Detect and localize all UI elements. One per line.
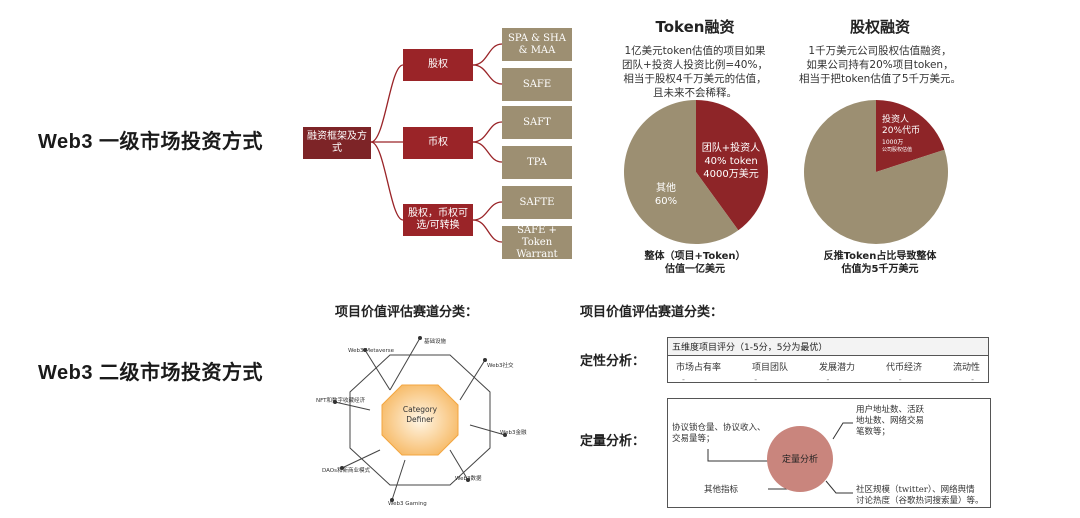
tree-leaf-safte: SAFTE	[502, 186, 572, 219]
slice-label-line: 团队+投资人	[701, 143, 761, 154]
column-header: 项目团队	[751, 363, 788, 373]
quant-center-label: 定量分析	[781, 455, 818, 465]
tree-leaf-safe-token-warrant: SAFE + Token Warrant	[502, 225, 572, 260]
label-gaming: Web3 Gaming	[388, 501, 427, 507]
primary-market-title: Web3 一级市场投资方式	[38, 131, 264, 153]
quant-line: 协议锁仓量、协议收入、	[672, 423, 766, 433]
other-label-line: 其他	[656, 183, 676, 194]
category-center-label: Category Definer	[390, 405, 450, 425]
tree-leaf-spa: SPA & SHA & MAA	[502, 28, 572, 61]
pie-slice	[804, 100, 949, 244]
label-dao: DAOs和新商业模式	[322, 468, 370, 474]
category-heading: 项目价值评估赛道分类：	[335, 305, 479, 320]
score-table-columns: 市场占有率 项目团队 发展潜力 代币经济 流动性	[668, 356, 988, 373]
tree-branch-convertible: 股权，币权可选/可转换	[403, 204, 473, 236]
score-table-values: - - - - -	[668, 373, 988, 384]
quant-item-right-bottom: 社区规模（twitter）、网络舆情 讨论热度（谷歌热词搜索量）等。	[856, 485, 990, 507]
quant-item-right-top: 用户地址数、活跃 地址数、网络交易 笔数等；	[856, 405, 976, 438]
column-header: 市场占有率	[676, 363, 722, 373]
token-pie-title: Token融资	[655, 18, 735, 36]
equity-desc-line: 如果公司持有20%项目token，	[806, 59, 954, 71]
table-cell: -	[971, 375, 974, 384]
token-pie-desc: 1亿美元token估值的项目如果 团队+投资人投资比例=40%， 相当于股权4千…	[600, 44, 790, 100]
token-desc-line: 且未来不会稀释。	[653, 87, 737, 99]
quant-line: 笔数等；	[856, 427, 891, 437]
table-cell: -	[682, 375, 685, 384]
category-diagram	[333, 336, 507, 502]
column-header: 代币经济	[885, 363, 922, 373]
quant-line: 用户地址数、活跃	[856, 405, 925, 415]
token-pie-caption: 整体（项目+Token） 估值一亿美元	[620, 250, 770, 276]
pie-slice	[696, 100, 769, 231]
label-infrastructure: 基础设施	[424, 339, 447, 345]
column-header: 流动性	[952, 363, 980, 373]
equity-desc-line: 相当于把token估值了5千万美元。	[798, 73, 962, 85]
label-nft: NFT和数字收藏经济	[316, 398, 366, 404]
center-line: Category	[402, 405, 438, 414]
qualitative-label: 定性分析：	[580, 354, 646, 369]
equity-pie-chart	[804, 100, 949, 244]
tree-connectors	[370, 43, 503, 243]
caption-line: 估值一亿美元	[665, 264, 725, 275]
score-table: 五维度项目评分（1-5分，5分为最优） 市场占有率 项目团队 发展潜力 代币经济…	[667, 337, 989, 384]
table-cell: -	[898, 375, 902, 384]
equity-desc-line: 1千万美元公司股权估值融资，	[808, 45, 952, 57]
tree-leaf-tpa: TPA	[502, 146, 572, 179]
tree-leaf-saft: SAFT	[502, 106, 572, 139]
token-desc-line: 团队+投资人投资比例=40%，	[622, 59, 768, 71]
tree-branch-token: 币权	[403, 127, 473, 159]
pie-slice	[624, 100, 739, 244]
slice-label-line: 40% token	[704, 156, 758, 167]
other-label-line: 60%	[654, 196, 678, 207]
evaluation-heading: 项目价值评估赛道分类：	[580, 305, 724, 320]
token-slice-label: 团队+投资人 40% token 4000万美元	[690, 142, 772, 181]
score-table-title: 五维度项目评分（1-5分，5分为最优）	[668, 338, 988, 356]
quant-connectors	[707, 422, 853, 494]
token-desc-line: 1亿美元token估值的项目如果	[624, 45, 766, 57]
label-data: Web3数据	[455, 476, 482, 482]
label-social: Web3社交	[487, 363, 514, 369]
table-cell: -	[826, 375, 830, 384]
slice-label-line: 20%代币	[882, 126, 921, 136]
caption-line: 反推Token占比导致整体	[823, 251, 937, 262]
equity-pie-title: 股权融资	[849, 18, 910, 36]
quant-item-left-top: 协议锁仓量、协议收入、 交易量等；	[672, 423, 782, 445]
column-header: 发展潜力	[818, 363, 855, 373]
slice-small-line: 1000万	[882, 139, 904, 146]
label-finance: Web3金融	[500, 430, 527, 436]
quantitative-label: 定量分析：	[580, 434, 646, 449]
quant-box: 协议锁仓量、协议收入、 交易量等； 用户地址数、活跃 地址数、网络交易 笔数等；…	[667, 398, 991, 508]
pie-slice	[876, 100, 945, 172]
tree-root: 融资框架及方式	[303, 127, 371, 159]
equity-slice-label: 投资人 20%代币 1000万 公司股权估值	[882, 115, 942, 154]
slice-label-line: 投资人	[882, 115, 910, 125]
caption-line: 估值为5千万美元	[841, 264, 919, 275]
token-other-label: 其他 60%	[648, 182, 684, 208]
token-pie-chart	[624, 100, 769, 244]
quant-line: 交易量等；	[672, 434, 715, 444]
quant-line: 讨论热度（谷歌热词搜索量）等。	[856, 496, 984, 506]
equity-pie-desc: 1千万美元公司股权估值融资， 如果公司持有20%项目token， 相当于把tok…	[780, 44, 980, 86]
label-metaverse: Web3 Metaverse	[348, 348, 395, 354]
caption-line: 整体（项目+Token）	[644, 251, 746, 262]
table-cell: -	[754, 375, 758, 384]
quant-item-left-bottom: 其他指标	[704, 485, 739, 495]
secondary-market-title: Web3 二级市场投资方式	[38, 362, 264, 384]
token-desc-line: 相当于股权4千万美元的估值，	[623, 73, 767, 85]
slice-small-line: 公司股权估值	[882, 147, 913, 153]
quant-line: 社区规模（twitter）、网络舆情	[856, 485, 975, 495]
center-line: Definer	[406, 415, 434, 424]
slice-label-line: 4000万美元	[703, 169, 759, 180]
equity-pie-caption: 反推Token占比导致整体 估值为5千万美元	[795, 250, 965, 276]
tree-leaf-safe: SAFE	[502, 68, 572, 101]
tree-branch-equity: 股权	[403, 49, 473, 81]
quant-line: 地址数、网络交易	[856, 416, 925, 426]
